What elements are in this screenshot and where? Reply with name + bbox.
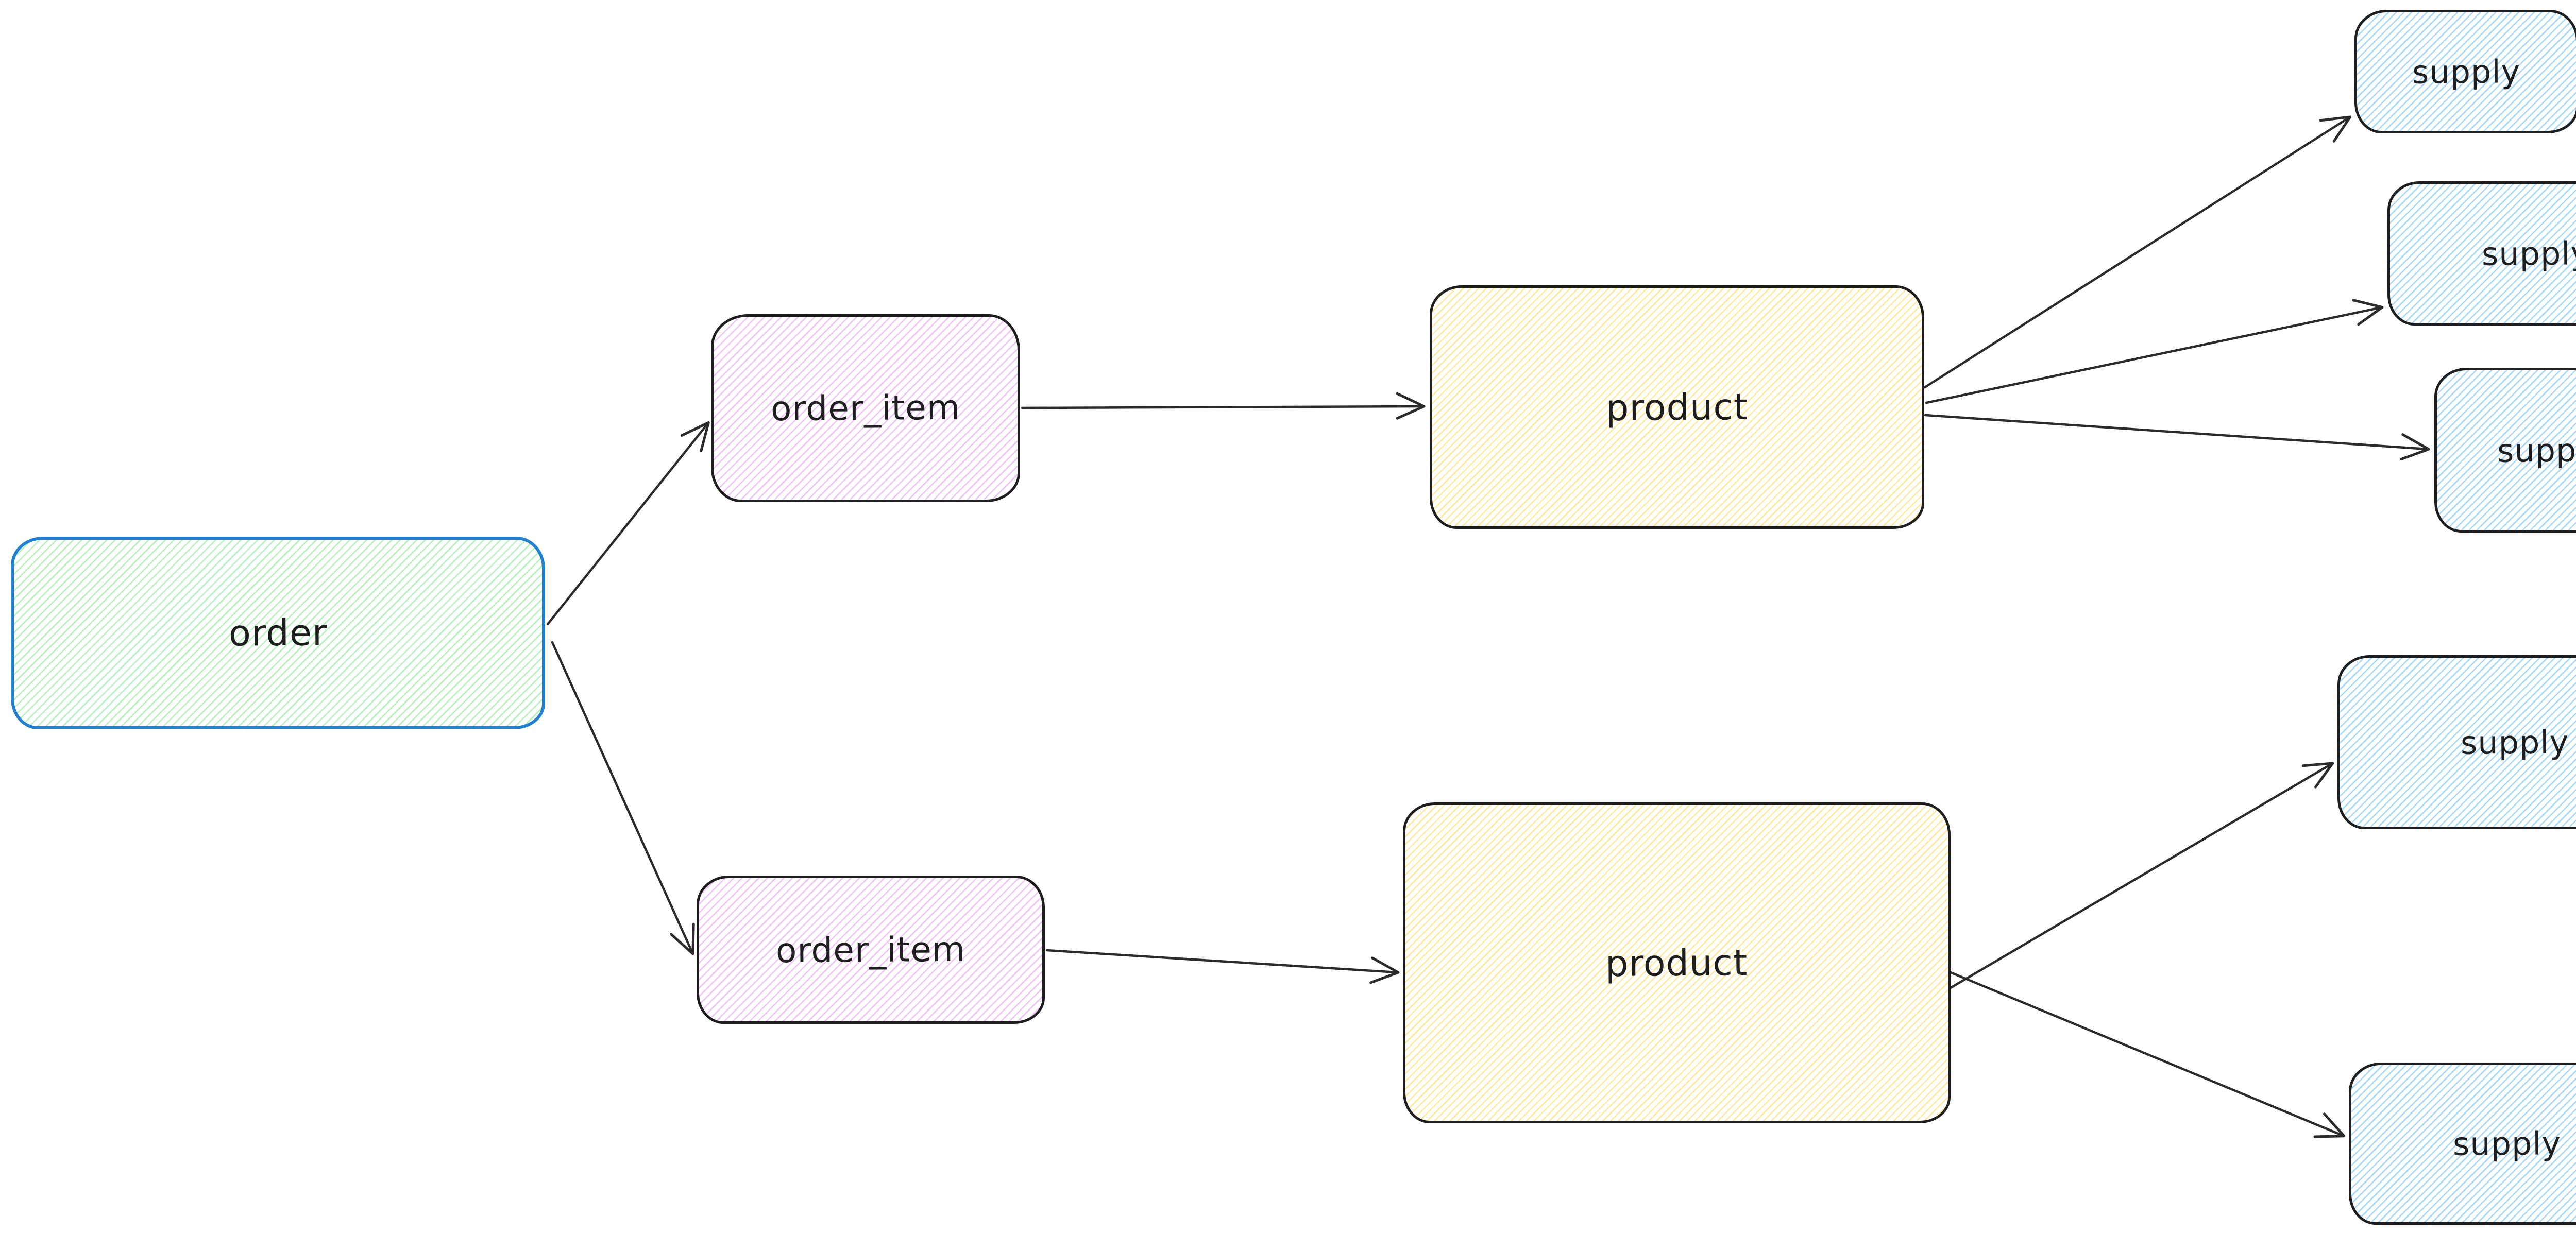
arrow-order-item-1-to-product-1[interactable] [1021,392,1426,420]
node-order[interactable]: order [11,537,545,729]
node-supply-3-label: supply [2497,431,2576,470]
node-supply-1[interactable]: supply [2354,10,2576,133]
node-product-1[interactable]: product [1430,285,1924,529]
node-supply-2[interactable]: supply [2387,181,2576,326]
node-product-1-label: product [1605,385,1749,429]
node-supply-4-label: supply [2460,723,2569,762]
node-order-item-1-label: order_item [770,387,961,429]
node-supply-4[interactable]: supply [2337,655,2576,829]
arrow-order-to-order-item-1[interactable] [546,421,710,626]
arrow-product-1-to-supply-2[interactable] [1925,299,2384,404]
arrow-product-2-to-supply-5[interactable] [1949,971,2346,1138]
node-product-2-label: product [1605,941,1748,985]
arrow-product-1-to-supply-3[interactable] [1924,414,2430,461]
arrow-product-2-to-supply-4[interactable] [1949,762,2334,989]
arrow-product-1-to-supply-1[interactable] [1923,115,2352,389]
arrow-order-to-order-item-2[interactable] [551,641,695,955]
node-product-2[interactable]: product [1403,802,1951,1123]
node-order-label: order [228,611,328,655]
node-supply-1-label: supply [2412,52,2521,91]
node-order-item-1[interactable]: order_item [711,314,1020,502]
node-supply-5-label: supply [2452,1124,2562,1163]
node-supply-5[interactable]: supply [2349,1063,2576,1225]
node-supply-3[interactable]: supply [2434,368,2576,533]
node-order-item-2-label: order_item [775,929,966,970]
node-supply-2-label: supply [2481,234,2576,273]
arrow-order-item-2-to-product-2[interactable] [1045,949,1400,984]
node-order-item-2[interactable]: order_item [697,876,1045,1024]
